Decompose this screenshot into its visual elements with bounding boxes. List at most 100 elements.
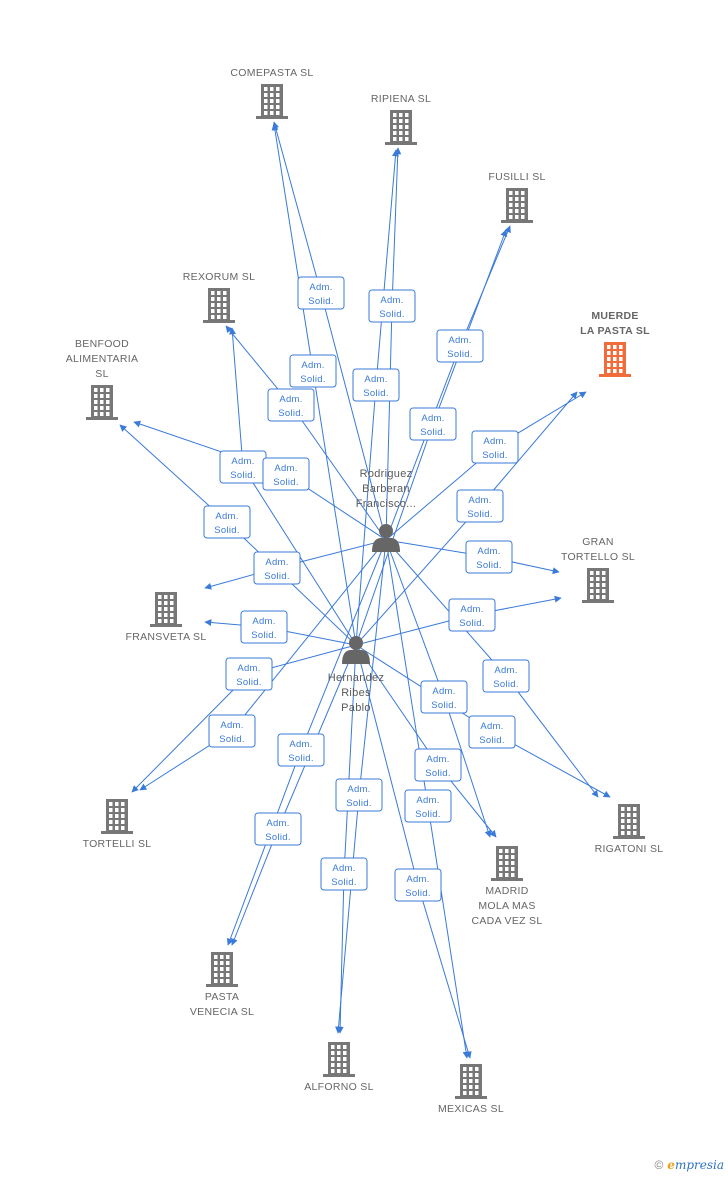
company-node-mexicas[interactable]: MEXICAS SL [438,1064,504,1115]
relation-label-hernandez-fransveta[interactable]: Adm.Solid. [240,610,288,644]
relation-label-hernandez-ripiena[interactable]: Adm. Solid. [352,368,400,402]
relation-label-rodriguez-fransveta[interactable]: Adm.Solid. [253,551,301,585]
building-icon-rigatoni[interactable] [613,804,645,839]
building-icon-tortelli[interactable] [101,799,133,834]
relation-label-text: Adm. [477,546,500,557]
copyright-symbol: © [654,1158,664,1172]
relation-label-text: Adm. [266,818,289,829]
building-icon-fransveta[interactable] [150,592,182,627]
relation-label-text: Adm. [215,511,238,522]
relation-label-text: Solid. [265,832,291,843]
relation-label-hernandez-madrid[interactable]: Adm.Solid. [414,748,462,782]
company-label-madrid: MADRID [485,885,528,897]
company-node-tortelli[interactable]: TORTELLI SL [83,799,152,850]
relation-label-text: Solid. [308,296,334,307]
relation-label-hernandez-tortelli[interactable]: Adm.Solid. [225,657,273,691]
company-label-mexicas: MEXICAS SL [438,1103,504,1115]
building-icon-rexorum[interactable] [203,288,235,323]
relation-label-text: Adm. [220,720,243,731]
relation-label-rodriguez-gran_tortello[interactable]: Adm.Solid. [465,540,513,574]
relation-label-rodriguez-alforno[interactable]: Adm.Solid. [335,778,383,812]
relation-label-text: Adm. [364,374,387,385]
relation-label-hernandez-pasta_venecia[interactable]: Adm. Solid. [254,812,302,846]
company-label-fransveta: FRANSVETA SL [125,631,206,643]
relation-label-text: Solid. [420,427,446,438]
relation-label-text: Solid. [264,571,290,582]
relation-label-rodriguez-rexorum[interactable]: Adm.Solid. [267,388,315,422]
relation-label-rodriguez-madrid[interactable]: Adm.Solid. [420,680,468,714]
relation-label-text: Solid. [363,388,389,399]
company-label-rexorum: REXORUM SL [183,271,255,283]
relation-label-text: Solid. [479,735,505,746]
relation-label-hernandez-comepasta[interactable]: Adm.Solid. [289,354,337,388]
relation-label-text: Solid. [230,470,256,481]
company-node-rigatoni[interactable]: RIGATONI SL [595,804,664,855]
relation-label-text: Adm. [301,360,324,371]
empresia-logo[interactable]: empresia [667,1158,724,1172]
relation-label-text: Solid. [415,809,441,820]
empresia-logo-initial: e [667,1158,675,1172]
relation-label-hernandez-rexorum[interactable]: Adm.Solid. [219,450,267,484]
relation-label-text: Solid. [379,309,405,320]
relation-label-rodriguez-comepasta[interactable]: Adm.Solid. [297,276,345,310]
relation-label-hernandez-fusilli[interactable]: Adm.Solid. [409,407,457,441]
relation-label-hernandez-alforno[interactable]: Adm.Solid. [320,857,368,891]
relation-label-rodriguez-ripiena[interactable]: Adm.Solid. [368,289,416,323]
relation-label-hernandez-benfood[interactable]: Adm.Solid. [203,505,251,539]
company-label-tortelli: TORTELLI SL [83,838,152,850]
relation-label-text: Solid. [482,450,508,461]
relation-label-text: Solid. [431,700,457,711]
company-node-fransveta[interactable]: FRANSVETA SL [125,592,206,643]
relation-label-hernandez-mexicas[interactable]: Adm.Solid. [394,868,442,902]
nodes-layer: COMEPASTA SL RIPIENA SL FUSILLI SL REXORUM … [66,67,664,1115]
building-icon-mexicas[interactable] [455,1064,487,1099]
relation-label-hernandez-muerde[interactable]: Adm.Solid. [456,489,504,523]
relation-label-text: Adm. [289,739,312,750]
relation-label-rodriguez-benfood[interactable]: Adm.Solid. [262,457,310,491]
company-label-muerde: MUERDE [591,310,638,322]
relation-label-text: Adm. [406,874,429,885]
relation-label-hernandez-gran_tortello[interactable]: Adm.Solid. [448,598,496,632]
relation-label-rodriguez-tortelli[interactable]: Adm.Solid. [208,714,256,748]
company-node-ripiena[interactable]: RIPIENA SL [371,93,431,145]
relation-label-text: Adm. [448,335,471,346]
company-node-madrid[interactable]: MADRID MOLA MAS CADA VEZ SL [472,846,543,927]
relation-label-rodriguez-pasta_venecia[interactable]: Adm.Solid. [277,733,325,767]
relation-label-hernandez-rigatoni[interactable]: Adm.Solid. [468,715,516,749]
relation-label-rodriguez-muerde[interactable]: Adm.Solid. [471,430,519,464]
empresia-logo-text: mpresia [674,1158,724,1172]
building-icon-benfood[interactable] [86,385,118,420]
company-label-madrid: MOLA MAS [478,900,535,912]
company-node-fusilli[interactable]: FUSILLI SL [488,171,545,223]
company-node-rexorum[interactable]: REXORUM SL [183,271,255,323]
relation-label-text: Adm. [426,754,449,765]
building-icon-comepasta[interactable] [256,84,288,119]
company-node-alforno[interactable]: ALFORNO SL [304,1042,374,1093]
company-label-benfood: BENFOOD [75,338,129,350]
building-icon-muerde[interactable] [599,342,631,377]
company-label-rigatoni: RIGATONI SL [595,843,664,855]
company-label-fusilli: FUSILLI SL [488,171,545,183]
relation-label-rodriguez-fusilli[interactable]: Adm.Solid. [436,329,484,363]
building-icon-pasta_venecia[interactable] [206,952,238,987]
building-icon-gran_tortello[interactable] [582,568,614,603]
relation-label-rodriguez-mexicas[interactable]: Adm.Solid. [404,789,452,823]
building-icon-fusilli[interactable] [501,188,533,223]
person-label-hernandez: Pablo [341,702,371,714]
building-icon-ripiena[interactable] [385,110,417,145]
building-icon-madrid[interactable] [491,846,523,881]
company-label-benfood: ALIMENTARIA [66,353,139,365]
company-node-comepasta[interactable]: COMEPASTA SL [230,67,313,119]
relation-label-rodriguez-rigatoni[interactable]: Adm.Solid. [482,659,530,693]
person-node-rodriguez[interactable]: RodriguezBarberanFrancisco... [356,468,416,552]
person-icon-hernandez[interactable] [342,636,370,664]
person-icon-rodriguez[interactable] [372,524,400,552]
building-icon-alforno[interactable] [323,1042,355,1077]
company-label-madrid: CADA VEZ SL [472,915,543,927]
company-label-pasta_venecia: PASTA [205,991,239,1003]
